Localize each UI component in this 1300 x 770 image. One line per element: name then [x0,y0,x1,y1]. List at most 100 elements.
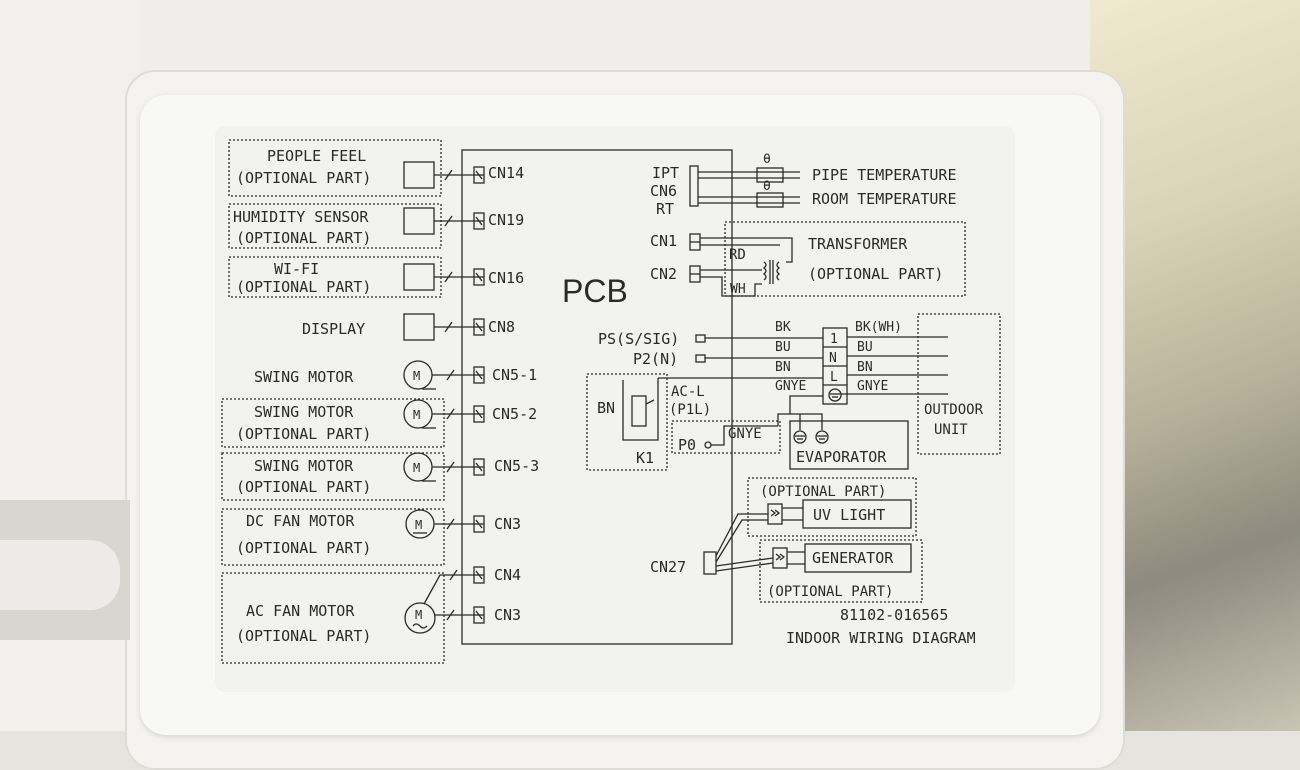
svg-text:M: M [413,369,420,383]
part-number: 81102-016565 [840,606,948,624]
uv-optional: (OPTIONAL PART) [760,484,886,500]
p0-label: P0 [678,436,696,454]
swing-motor-2-label: SWING MOTOR [254,403,354,421]
p0-box [671,420,781,454]
transformer-box [724,221,966,297]
wire-bk: BK [775,320,791,335]
display-module [403,313,435,341]
relay-p1l-label: (P1L) [669,402,711,418]
p2-label: P2(N) [633,350,678,368]
ps-terminal [695,334,706,343]
dc-fan-label: DC FAN MOTOR [246,512,355,530]
humidity-module [403,207,435,235]
relay-bn-label: BN [597,399,615,417]
connector-icon [473,405,485,423]
out-gnye: GNYE [857,379,888,394]
connector-icon [473,366,485,384]
dc-fan-optional: (OPTIONAL PART) [236,539,371,557]
swing-motor-1-label: SWING MOTOR [254,368,354,386]
ac-fan-label: AC FAN MOTOR [246,602,355,620]
cn3-ac-label: CN3 [494,606,521,624]
p0-terminal [704,441,712,449]
cn1-label: CN1 [650,232,677,250]
humidity-box [228,203,442,249]
pipe-thermistor-icon [756,167,784,183]
connector-icon [473,318,485,336]
connector-icon [473,606,485,624]
connector-icon [473,458,485,476]
cn5-2-label: CN5-2 [492,405,537,423]
wifi-label: WI-FI [274,260,319,278]
outdoor-unit-label: UNIT [934,422,968,438]
ac-motor-icon: M [404,602,436,634]
wire-bn: BN [775,360,791,375]
transformer-optional: (OPTIONAL PART) [808,265,943,283]
theta-symbol: θ [763,152,771,167]
relay-k1-box [586,373,668,471]
swing-motor-3-optional: (OPTIONAL PART) [236,478,371,496]
pcb-box [461,149,733,645]
cn5-1-label: CN5-1 [492,366,537,384]
rt-label: RT [656,200,674,218]
wh-label: WH [730,282,746,297]
people-feel-module [403,161,435,189]
terminal-l: L [830,370,838,385]
cn16-label: CN16 [488,269,524,287]
pipe-temp-label: PIPE TEMPERATURE [812,166,957,184]
cn27-connector [703,551,717,575]
outdoor-unit-box [917,313,1001,455]
outdoor-label: OUTDOOR [924,402,984,418]
motor-icon: M [405,509,435,539]
relay-acl-label: AC-L [671,384,705,400]
ground-icon [815,430,829,444]
cn4-label: CN4 [494,566,521,584]
swing-motor-3-box [221,452,445,501]
pcb-label: PCB [562,273,628,309]
ps-label: PS(S/SIG) [598,330,679,348]
cn5-3-label: CN5-3 [494,457,539,475]
out-bk-wh: BK(WH) [855,320,902,335]
connector-icon [689,265,701,283]
people-feel-box [228,139,442,197]
wire-bu: BU [775,340,791,355]
generator-module [804,543,912,573]
relay-k1-label: K1 [636,449,654,467]
cn6-label: CN6 [650,182,677,200]
humidity-optional: (OPTIONAL PART) [236,229,371,247]
transformer-icon [762,260,781,284]
wifi-module [403,263,435,291]
connector-icon [772,547,788,569]
wiring-diagram: PCB PEOPLE FEEL (OPTIONAL PART) CN14 HUM… [221,139,1001,664]
uv-light-module [802,499,912,529]
wiring-sticker [215,126,1015,692]
connector-icon [473,268,485,286]
ac-fan-optional: (OPTIONAL PART) [236,627,371,645]
ground-icon [828,388,842,402]
room-thermistor-icon [756,192,784,208]
cn27-label: CN27 [650,558,686,576]
terminal-1: 1 [830,332,838,347]
room-temp-label: ROOM TEMPERATURE [812,190,957,208]
connector-icon [689,233,701,251]
relay-coil [631,395,647,427]
theta-symbol-2: θ [763,179,771,194]
motor-icon: M [403,452,436,482]
swing-motor-2-optional: (OPTIONAL PART) [236,425,371,443]
dc-fan-box [221,508,445,566]
connector-icon [767,503,783,525]
swing-motor-2-box [221,398,445,448]
cn6-connector [689,165,699,207]
generator-label: GENERATOR [812,549,894,567]
svg-text:M: M [415,518,422,532]
connector-icon [473,566,485,584]
motor-icon: M [403,399,436,429]
ground-icon [793,430,807,444]
motor-icon: M [403,360,436,390]
evaporator-label: EVAPORATOR [796,448,887,466]
out-bu: BU [857,340,873,355]
cn8-label: CN8 [488,318,515,336]
transformer-label: TRANSFORMER [808,235,908,253]
rd-label: RD [729,247,746,263]
generator-optional: (OPTIONAL PART) [767,584,893,600]
wire-gnye: GNYE [775,379,806,394]
